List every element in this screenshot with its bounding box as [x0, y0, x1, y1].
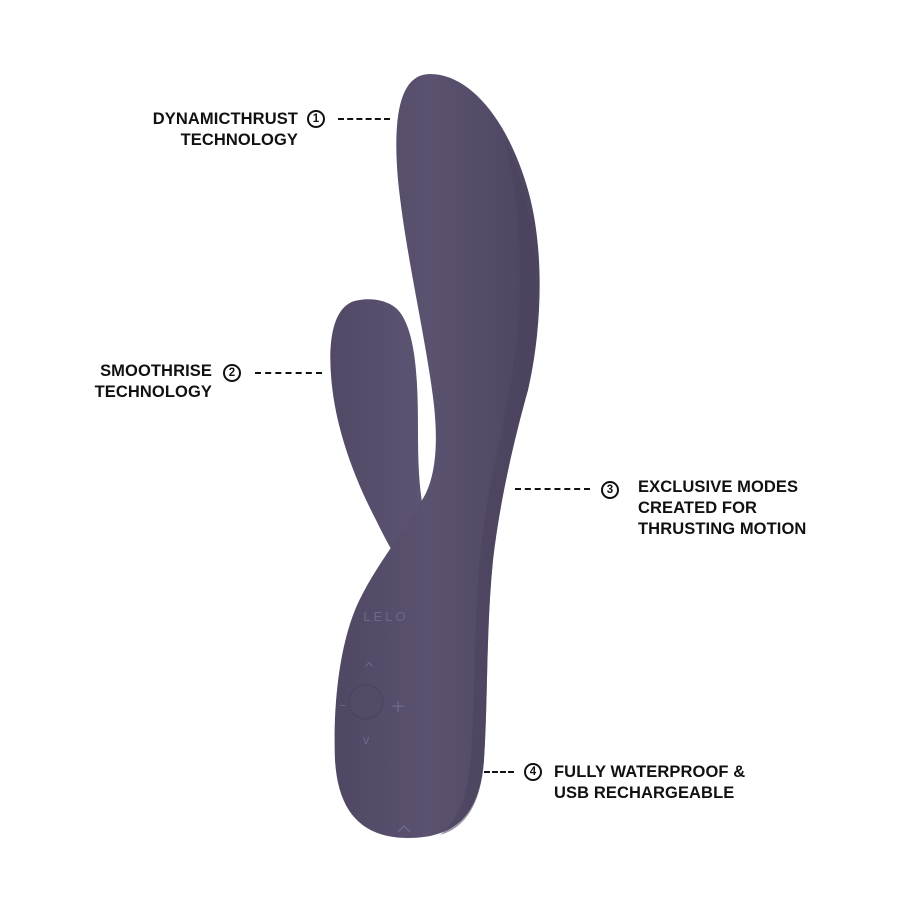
callout-4-label: FULLY WATERPROOF & USB RECHARGEABLE	[554, 762, 745, 804]
down-button-icon[interactable]: v	[362, 733, 369, 747]
charging-port-icon	[397, 824, 411, 833]
callout-2-label: SMOOTHRISE TECHNOLOGY	[60, 361, 212, 403]
callout-4-line-1: FULLY WATERPROOF &	[554, 763, 746, 781]
product-shaft-shade	[440, 140, 537, 835]
callout-4-leader-line	[484, 771, 514, 773]
callout-1-line-2: TECHNOLOGY	[180, 131, 298, 149]
callout-4-line-2: USB RECHARGEABLE	[554, 784, 735, 802]
callout-2-leader-line	[255, 372, 322, 374]
callout-3-line-2: CREATED FOR	[638, 499, 758, 517]
product-shaft	[334, 74, 540, 838]
callout-3-number-badge: 3	[601, 481, 619, 499]
callout-3-leader-line	[515, 488, 590, 490]
callout-1-leader-line	[338, 118, 390, 120]
callout-4-number-badge: 4	[524, 763, 542, 781]
callout-1-line-1: DYNAMICTHRUST	[152, 110, 298, 128]
brand-mark: LELO	[363, 609, 408, 624]
callout-1-number-badge: 1	[307, 110, 325, 128]
callout-2-line-1: SMOOTHRISE	[100, 362, 212, 380]
callout-1-label: DYNAMICTHRUST TECHNOLOGY	[120, 109, 298, 151]
plus-button-icon[interactable]: +	[390, 696, 405, 717]
minus-button-icon[interactable]: –	[340, 698, 346, 712]
callout-3-line-3: THRUSTING MOTION	[638, 520, 807, 538]
product-arm	[330, 299, 440, 582]
callout-3-label: EXCLUSIVE MODES CREATED FOR THRUSTING MO…	[638, 477, 806, 540]
callout-2-number-badge: 2	[223, 364, 241, 382]
center-button[interactable]	[348, 684, 384, 720]
callout-3-line-1: EXCLUSIVE MODES	[638, 478, 799, 496]
up-button-icon[interactable]: ^	[363, 661, 375, 677]
callout-2-line-2: TECHNOLOGY	[94, 383, 212, 401]
